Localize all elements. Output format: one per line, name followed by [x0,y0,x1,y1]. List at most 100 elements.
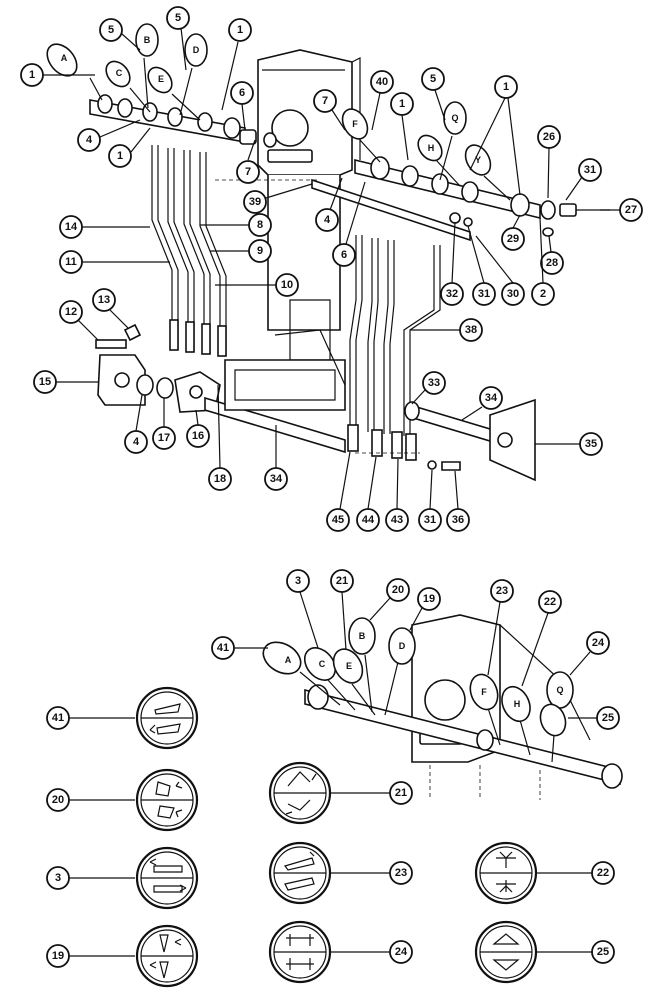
svg-text:C: C [319,659,326,669]
knob-d-lower: D [384,627,416,716]
svg-text:A: A [285,655,292,665]
svg-text:Y: Y [475,155,481,165]
svg-text:14: 14 [65,221,78,233]
svg-text:23: 23 [496,585,508,597]
svg-text:20: 20 [52,794,64,806]
decal-20: 20 [46,768,199,832]
svg-text:1: 1 [237,24,243,36]
knob-f-lower: F [469,673,501,746]
svg-text:D: D [193,45,200,55]
svg-text:5: 5 [175,12,181,24]
svg-text:22: 22 [544,596,556,608]
svg-text:34: 34 [485,392,498,404]
callout-14: 14 [59,215,150,239]
svg-text:E: E [346,661,352,671]
knob-h-lower: H [501,685,531,756]
swing-icon [492,933,520,971]
svg-text:20: 20 [392,584,404,596]
callout-27: 27 [600,198,643,222]
svg-text:4: 4 [86,134,93,146]
cross-rod [311,178,473,242]
decal-25: 25 [474,920,615,984]
svg-text:D: D [399,641,406,651]
lower-left-bracket [95,323,221,413]
svg-text:3: 3 [295,575,301,587]
callout-33: 33 [411,371,446,405]
callout-18: 18 [208,384,232,491]
decal-badges: 41 20 3 [46,686,615,988]
svg-text:B: B [144,35,151,45]
svg-text:19: 19 [423,593,435,605]
svg-text:A: A [61,53,68,63]
svg-text:1: 1 [117,150,123,162]
svg-text:41: 41 [217,642,229,654]
callouts-upper: 1 5 5 1 6 4 1 7 40 7 1 5 1 26 31 27 28 3… [20,6,643,532]
callout-21: 21 [330,569,354,651]
svg-text:B: B [359,631,366,641]
knob-b: B [135,23,159,109]
right-shaft [354,156,610,237]
callout-30: 30 [475,235,525,306]
backhoe-boom-icon [285,771,317,815]
callout-12: 12 [59,300,99,341]
svg-text:38: 38 [465,324,477,336]
svg-text:17: 17 [158,432,170,444]
svg-text:1: 1 [503,81,509,93]
tray [224,329,346,411]
callout-5: 5 [166,6,190,71]
callout-25: 25 [568,706,620,730]
callout-2: 2 [531,217,555,306]
svg-text:7: 7 [322,95,328,107]
callout-1: 1 [469,75,521,196]
clam-icon [149,934,182,979]
lower-shaft [204,396,501,454]
svg-text:2: 2 [540,288,546,300]
svg-text:6: 6 [341,249,347,261]
svg-text:23: 23 [395,867,407,879]
decal-21: 21 [268,761,413,825]
callouts-lower: 3 21 20 19 23 22 24 41 25 [211,569,620,730]
svg-text:19: 19 [52,950,64,962]
callout-31: 31 [418,469,442,532]
right-bracket [489,398,536,482]
callout-19: 19 [409,587,441,631]
knob-c-lower: C [303,647,356,711]
callout-5: 5 [421,67,446,121]
upper-exploded-view: A B C D E [20,6,643,532]
svg-text:F: F [481,687,487,697]
bucket-curl-icon [155,781,183,819]
callout-34: 34 [461,386,503,421]
svg-text:33: 33 [428,377,440,389]
callout-20: 20 [369,578,410,621]
svg-text:32: 32 [446,288,458,300]
svg-text:5: 5 [108,24,114,36]
knob-f: F [341,108,381,163]
callout-45: 45 [326,451,351,532]
svg-text:41: 41 [52,712,64,724]
callout-15: 15 [33,370,98,394]
svg-text:25: 25 [597,946,609,958]
svg-text:45: 45 [332,514,344,526]
assembled-shaft [304,684,623,789]
callout-26: 26 [537,125,561,199]
decal-19: 19 [46,924,199,988]
decal-24: 24 [268,920,413,984]
svg-text:21: 21 [336,575,348,587]
decal-41: 41 [46,686,199,750]
svg-text:40: 40 [376,76,388,88]
callout-35: 35 [535,432,603,456]
bottom-hardware [427,460,461,471]
callout-44: 44 [356,456,380,532]
svg-text:9: 9 [257,245,263,257]
callout-22: 22 [521,590,562,687]
callout-17: 17 [152,398,176,450]
decal-23: 23 [268,841,413,905]
callout-5: 5 [99,18,141,51]
knob-b-lower: B [348,617,376,713]
svg-text:21: 21 [395,787,407,799]
svg-text:1: 1 [29,69,35,81]
callout-38: 38 [410,318,483,342]
svg-text:34: 34 [270,473,283,485]
knob-c: C [105,60,151,113]
